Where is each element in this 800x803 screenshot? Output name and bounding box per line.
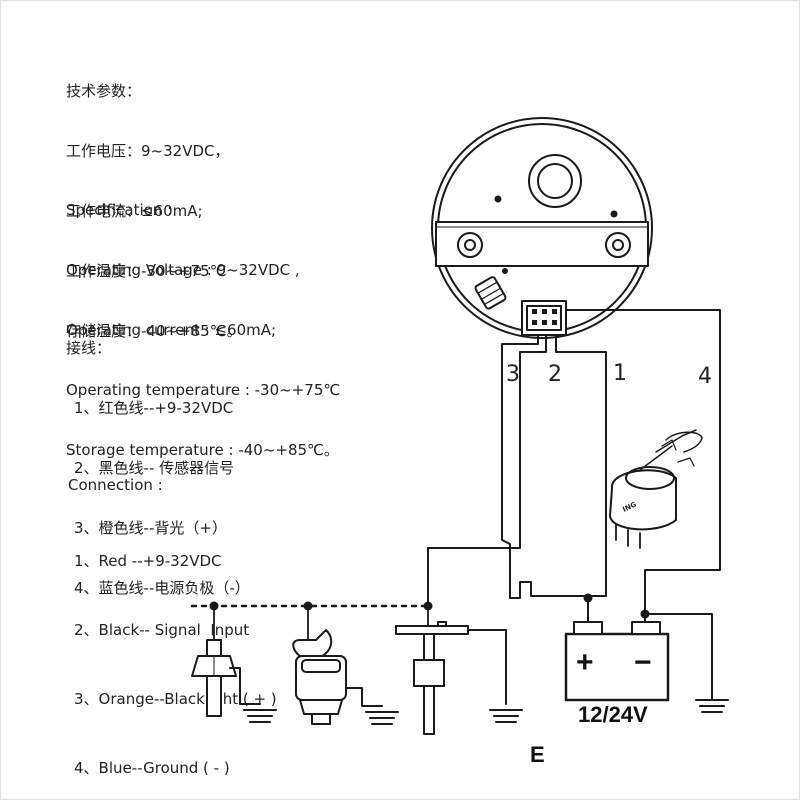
- wire-label-3: 3: [506, 362, 520, 387]
- spec-en-op-temp: Operating temperature : -30~+75℃: [66, 381, 341, 399]
- spec-cn-heading: 技术参数：: [66, 82, 142, 100]
- ground-symbol: [243, 709, 277, 723]
- sensor-e-label: E: [530, 742, 545, 767]
- ground-symbol: [695, 699, 729, 713]
- ground-symbol: [365, 711, 399, 725]
- junction-dot: [583, 593, 593, 603]
- battery-plus-sign: +: [576, 646, 594, 679]
- temp-sensor-1: [191, 605, 261, 717]
- conn-en-item-red: 1、Red --+9-32VDC: [74, 552, 222, 570]
- connection-english-block: Connection : 1、Red --+9-32VDC 2、Black-- …: [68, 428, 277, 803]
- wires: [427, 309, 721, 701]
- conn-cn-item-orange: 3、橙色线--背光（+）: [74, 519, 227, 537]
- ground-symbol: [489, 709, 523, 723]
- wire-label-4: 4: [698, 364, 712, 389]
- conn-en-heading: Connection :: [68, 476, 163, 494]
- conn-cn-item-red: 1、红色线--+9-32VDC: [74, 399, 234, 417]
- spec-cn-op-temp: 工作温度：-30~+75℃: [66, 262, 227, 280]
- connection-chinese-block: 接线： 1、红色线--+9-32VDC 2、黑色线-- 传感器信号 3、橙色线-…: [66, 298, 250, 618]
- spec-en-heading: Specification :: [66, 201, 173, 219]
- battery-minus-sign: −: [634, 646, 652, 679]
- spec-cn-voltage: 工作电压：9~32VDC，: [66, 142, 230, 160]
- conn-cn-heading: 接线：: [66, 339, 112, 357]
- gauge-back: [431, 117, 653, 339]
- spec-cn-current: 工作电流：≤60mA;: [66, 202, 203, 220]
- spec-en-voltage: Operating Voltage : 9~32VDC ,: [66, 261, 300, 279]
- wire-label-2: 2: [548, 362, 562, 387]
- pressure-sensor-2: [292, 605, 383, 725]
- junction-dot: [640, 609, 650, 619]
- conn-en-item-blue: 4、Blue--Ground ( - ): [74, 759, 230, 777]
- spec-english-block: Specification : Operating Voltage : 9~32…: [66, 160, 340, 480]
- conn-en-item-black: 2、Black-- Signal Input: [74, 621, 250, 639]
- conn-cn-item-black: 2、黑色线-- 传感器信号: [74, 459, 235, 477]
- conn-en-item-orange: 3、Orange--Blacklight ( + ): [74, 690, 277, 708]
- level-sensor-3: [395, 605, 507, 735]
- ignition-switch: [605, 429, 703, 549]
- wire-label-1: 1: [613, 361, 627, 386]
- battery: [564, 621, 670, 702]
- spec-chinese-block: 技术参数： 工作电压：9~32VDC， 工作电流：≤60mA; 工作温度：-30…: [66, 41, 242, 361]
- spec-en-storage-temp: Storage temperature : -40~+85℃。: [66, 441, 339, 459]
- spec-en-current: Operating current : ≤60mA;: [66, 321, 277, 339]
- spec-cn-storage-temp: 存储温度：-40~+85℃。: [66, 322, 242, 340]
- battery-voltage-label: 12/24V: [578, 702, 648, 727]
- conn-cn-item-blue: 4、蓝色线--电源负极（-）: [74, 579, 250, 597]
